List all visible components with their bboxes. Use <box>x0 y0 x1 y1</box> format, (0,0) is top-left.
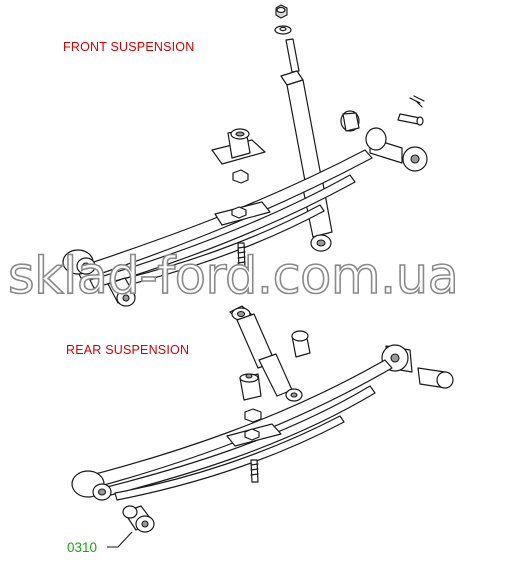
front-suspension-label: FRONT SUSPENSION <box>63 40 195 54</box>
watermark-text: sklad-ford.com.ua <box>7 246 459 307</box>
rear-leaf-spring <box>71 359 393 501</box>
front-shock-absorber <box>274 4 333 252</box>
rear-shock-absorber <box>229 305 303 402</box>
front-bump-stop <box>211 128 266 184</box>
front-leaf-spring <box>62 149 373 307</box>
rear-bushing-0310 <box>122 505 155 533</box>
rear-bushings-right <box>381 344 454 389</box>
part-number-callout[interactable]: 0310 <box>67 540 98 555</box>
front-bushings-right <box>340 95 428 172</box>
rear-suspension-label: REAR SUSPENSION <box>66 343 190 357</box>
rear-bump-stop <box>239 330 311 423</box>
callout-leader-line <box>107 531 133 548</box>
